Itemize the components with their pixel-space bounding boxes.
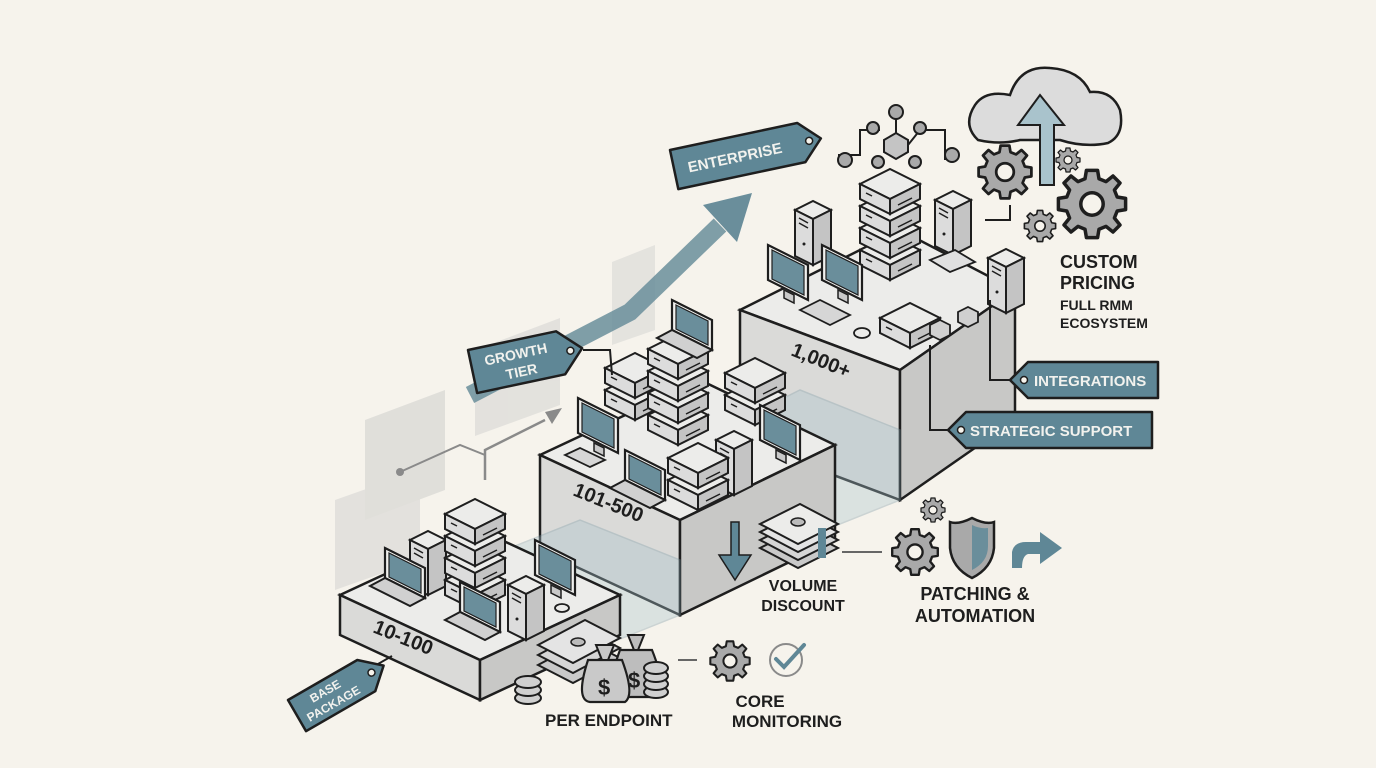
check-circle-icon xyxy=(769,643,806,677)
gear-icon xyxy=(891,528,939,576)
base-devices xyxy=(368,498,577,642)
connector-line xyxy=(929,345,948,431)
upload-arrow-icon xyxy=(1016,93,1067,186)
full-rmm-label: ECOSYSTEM xyxy=(1060,315,1148,331)
svg-text:INTEGRATIONS: INTEGRATIONS xyxy=(1034,373,1146,390)
tag-growth-tier: GROWTH TIER xyxy=(466,330,584,395)
money-stack-icon xyxy=(757,502,841,570)
gear-icon xyxy=(1055,147,1081,173)
gear-icon xyxy=(977,144,1033,200)
tag-enterprise: ENTERPRISE xyxy=(668,121,823,191)
arrow-right-icon xyxy=(1012,532,1062,568)
custom-pricing-label: CUSTOM xyxy=(1060,252,1138,272)
tag-integrations: INTEGRATIONS xyxy=(1008,360,1160,400)
svg-text:STRATEGIC SUPPORT: STRATEGIC SUPPORT xyxy=(970,423,1132,440)
core-monitoring-label: MONITORING xyxy=(732,712,842,731)
arrow-down-icon xyxy=(717,521,753,582)
per-endpoint-label: PER ENDPOINT xyxy=(545,711,673,730)
svg-text:$: $ xyxy=(628,668,640,693)
svg-text:TIER: TIER xyxy=(504,360,539,382)
svg-text:$: $ xyxy=(598,675,610,700)
connector-line xyxy=(583,349,613,376)
connector-line xyxy=(985,205,1011,221)
patching-label: PATCHING & xyxy=(920,584,1029,604)
coin-stack-icon xyxy=(514,661,669,705)
gear-icon xyxy=(1056,168,1128,240)
volume-discount-label: VOLUME xyxy=(769,578,838,595)
connector-line xyxy=(989,300,1010,381)
tag-base-package: BASE PACKAGE xyxy=(286,658,385,733)
enterprise-devices xyxy=(766,104,1025,349)
core-monitoring-label: CORE xyxy=(735,692,784,711)
connector-line xyxy=(377,655,393,665)
full-rmm-label: FULL RMM xyxy=(1060,297,1133,313)
custom-pricing-label: PRICING xyxy=(1060,273,1135,293)
shield-icon xyxy=(948,516,996,580)
patching-label: AUTOMATION xyxy=(915,606,1035,626)
tag-strategic-support: STRATEGIC SUPPORT xyxy=(946,410,1154,450)
gear-icon xyxy=(1023,209,1057,243)
gear-icon xyxy=(920,497,946,523)
gear-icon xyxy=(709,640,751,682)
volume-discount-label: DISCOUNT xyxy=(761,598,845,615)
growth-devices xyxy=(562,298,802,511)
